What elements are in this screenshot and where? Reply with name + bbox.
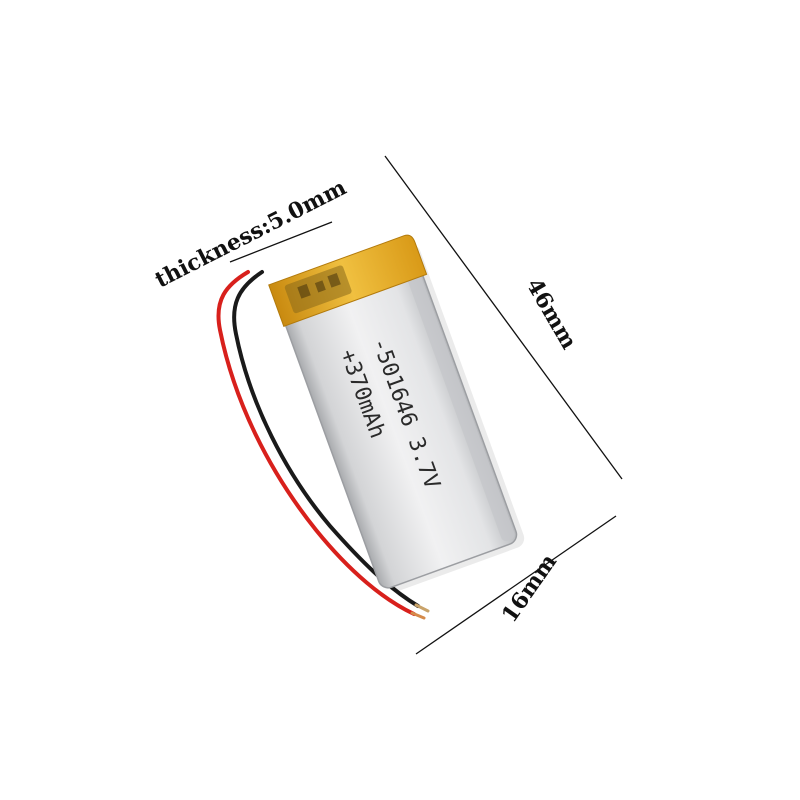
wire-tip-black bbox=[414, 603, 430, 613]
wire-tip-red bbox=[410, 611, 426, 620]
lead-wires bbox=[216, 270, 430, 620]
battery-cell bbox=[268, 234, 525, 592]
length-dimension-line bbox=[384, 155, 623, 480]
width-dimension-line bbox=[415, 515, 617, 655]
length-label: 46mm bbox=[521, 274, 582, 354]
width-label: 16mm bbox=[497, 549, 563, 627]
black-wire bbox=[232, 270, 420, 608]
thickness-dimension-line bbox=[229, 221, 333, 263]
red-wire bbox=[216, 270, 416, 616]
